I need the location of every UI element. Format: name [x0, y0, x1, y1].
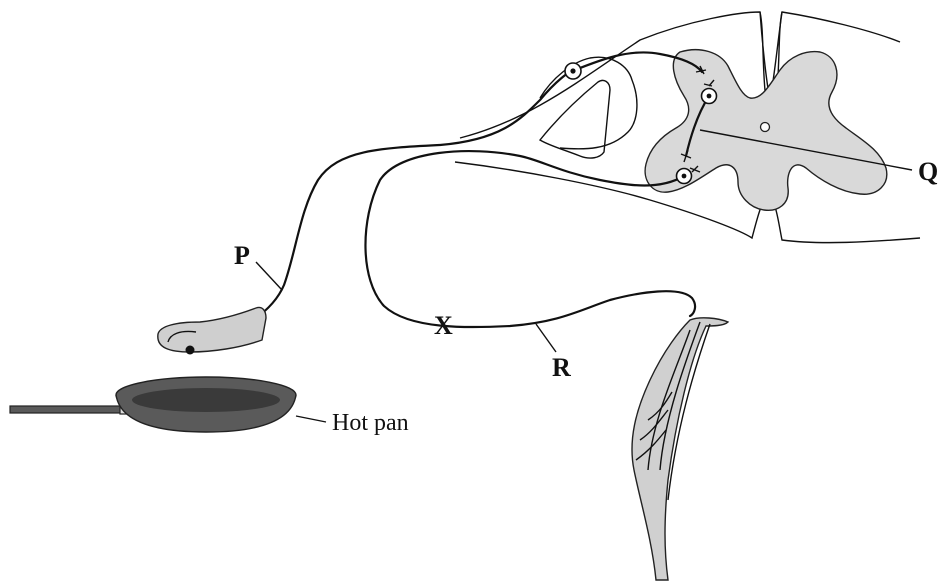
central-canal	[761, 123, 770, 132]
finger-shape	[158, 307, 266, 352]
label-X: X	[434, 311, 453, 340]
P-leader	[256, 262, 282, 290]
hot-pan-leader	[296, 416, 326, 422]
pan-handle	[10, 406, 122, 413]
relay-nucleus	[707, 94, 712, 99]
effector-muscle	[632, 318, 728, 580]
label-P: P	[234, 241, 250, 270]
label-R: R	[552, 353, 571, 382]
dorsal-root-ganglion	[540, 57, 637, 158]
hot-pan	[10, 377, 296, 432]
sensory-nucleus	[570, 68, 575, 73]
R-leader	[536, 324, 556, 352]
pan-interior	[132, 388, 280, 412]
label-Q: Q	[918, 157, 938, 186]
receptor	[186, 346, 195, 355]
label-hot-pan: Hot pan	[332, 410, 409, 436]
motor-nucleus	[682, 174, 687, 179]
ganglion-outline	[540, 57, 637, 149]
finger	[158, 307, 266, 354]
sensory-neurone-P	[190, 52, 702, 350]
